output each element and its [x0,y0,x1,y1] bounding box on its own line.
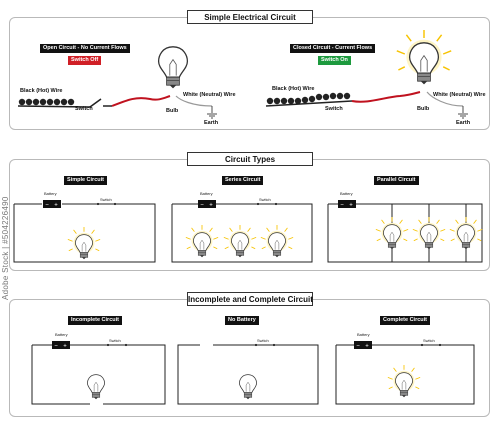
section-title-types: Circuit Types [187,152,313,166]
switch-label-incomplete: Switch [109,338,121,343]
panel-simple-circuit [9,17,490,130]
section-title-simple: Simple Electrical Circuit [187,10,313,24]
closed-circuit-drawing [265,30,468,119]
battery-label-parallel: Battery [340,191,353,196]
earth-label: Earth [204,120,219,126]
section-title-complete: Incomplete and Complete Circuit [187,292,313,306]
battery-label-incomplete: Battery [55,332,68,337]
switch-on-badge: Switch On [318,56,351,65]
switch-label-2: Switch [325,106,343,112]
no-battery-tag: No Battery [225,316,259,325]
series-circuit-drawing [171,200,313,263]
parallel-circuit-drawing [327,200,482,263]
simple-circuit-tag: Simple Circuit [64,176,107,185]
hot-wire-label: Black (Hot) Wire [20,88,63,94]
battery-label-complete: Battery [357,332,370,337]
watermark-text: Adobe Stock | #504226490 [1,196,10,300]
simple-circuit-drawing [13,200,156,263]
neutral-wire-label: White (Neutral) Wire [183,92,236,98]
battery-label-series: Battery [200,191,213,196]
bulb-label: Bulb [166,108,179,114]
earth-label-2: Earth [456,120,471,126]
closed-circuit-tag: Closed Circuit - Current Flows [290,44,376,53]
battery-label-simple: Battery [44,191,57,196]
switch-off-badge: Switch Off [68,56,102,65]
hot-wire-label-2: Black (Hot) Wire [272,86,315,92]
switch-label-no-battery: Switch [257,338,269,343]
complete-circuit-drawing [335,341,475,405]
complete-circuit-tag: Complete Circuit [380,316,431,325]
open-circuit-drawing [17,45,217,119]
bulb-label-2: Bulb [417,106,430,112]
switch-label-simple: Switch [100,197,112,202]
parallel-circuit-tag: Parallel Circuit [374,176,419,185]
neutral-wire-label-2: White (Neutral) Wire [433,92,486,98]
no-battery-circuit-drawing [177,343,319,405]
switch-label-complete: Switch [423,338,435,343]
series-circuit-tag: Series Circuit [222,176,264,185]
switch-label-series: Switch [259,197,271,202]
incomplete-circuit-drawing [31,341,166,405]
incomplete-circuit-tag: Incomplete Circuit [68,316,122,325]
open-circuit-tag: Open Circuit - No Current Flows [40,44,130,53]
switch-label: Switch [75,106,93,112]
